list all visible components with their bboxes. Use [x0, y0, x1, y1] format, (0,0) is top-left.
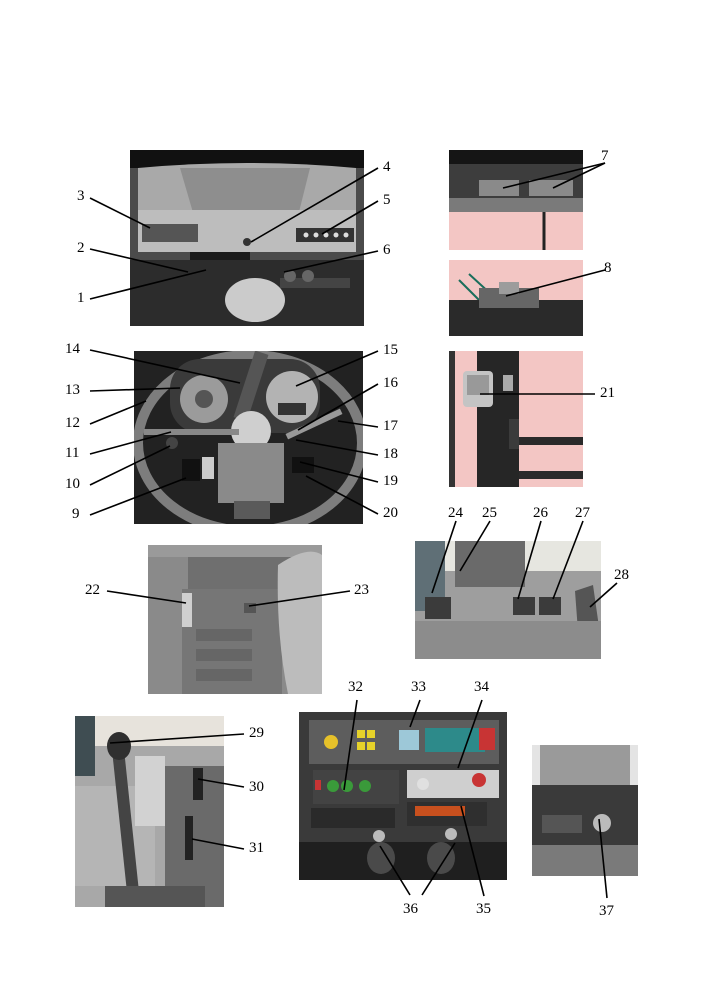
callout-16: 16: [383, 375, 398, 391]
callout-4: 4: [383, 159, 391, 175]
callout-19: 19: [383, 473, 398, 489]
callout-17: 17: [383, 418, 398, 434]
pedals-photo: [415, 541, 601, 659]
callout-7: 7: [601, 148, 609, 164]
callout-9: 9: [72, 506, 80, 522]
upper-window-handles-photo: [449, 150, 583, 250]
gear-lever-photo: [75, 716, 224, 907]
pillar-display-photo: [449, 351, 583, 487]
callout-22: 22: [85, 582, 100, 598]
callout-10: 10: [65, 476, 80, 492]
callout-27: 27: [575, 505, 590, 521]
callout-5: 5: [383, 192, 391, 208]
rear-latch-photo: [449, 260, 583, 336]
callout-37: 37: [599, 903, 614, 919]
callout-29: 29: [249, 725, 264, 741]
right-control-panel-photo: [299, 712, 507, 880]
callout-13: 13: [65, 382, 80, 398]
callout-18: 18: [383, 446, 398, 462]
callout-32: 32: [348, 679, 363, 695]
callout-12: 12: [65, 415, 80, 431]
callout-14: 14: [65, 341, 80, 357]
cab-floor-photo: [148, 545, 322, 694]
callout-34: 34: [474, 679, 489, 695]
callout-36: 36: [403, 901, 418, 917]
callout-1: 1: [77, 290, 85, 306]
callout-25: 25: [482, 505, 497, 521]
callout-31: 31: [249, 840, 264, 856]
callout-20: 20: [383, 505, 398, 521]
callout-35: 35: [476, 901, 491, 917]
callout-3: 3: [77, 188, 85, 204]
callout-21: 21: [600, 385, 615, 401]
cab-roof-console-photo: [130, 150, 364, 326]
callout-33: 33: [411, 679, 426, 695]
callout-11: 11: [65, 445, 80, 461]
rear-socket-photo: [532, 745, 638, 876]
steering-wheel-dashboard-photo: [134, 351, 363, 524]
callout-23: 23: [354, 582, 369, 598]
callout-28: 28: [614, 567, 629, 583]
callout-15: 15: [383, 342, 398, 358]
callout-2: 2: [77, 240, 85, 256]
callout-26: 26: [533, 505, 548, 521]
callout-30: 30: [249, 779, 264, 795]
callout-24: 24: [448, 505, 463, 521]
callout-6: 6: [383, 242, 391, 258]
callout-8: 8: [604, 260, 612, 276]
